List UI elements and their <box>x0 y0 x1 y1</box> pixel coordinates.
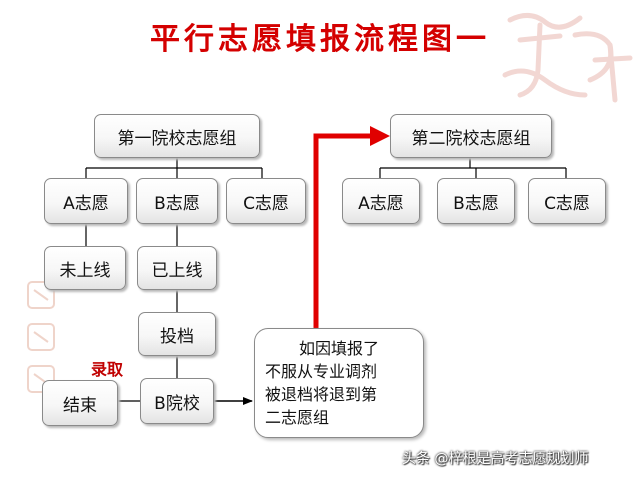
accept-label: 录取 <box>91 360 124 379</box>
callout-line-1: 如因填报了 <box>299 339 380 358</box>
group1-choice-a-box: A志愿 <box>44 178 128 224</box>
not-admitted-box: 未上线 <box>44 246 126 290</box>
school-b-box: B院校 <box>140 378 214 424</box>
retreat-note-callout: 如因填报了 不服从专业调剂 被退档将退到第 二志愿组 <box>254 328 424 438</box>
group2-choice-a: A志愿 <box>358 193 404 214</box>
group2-label: 第二院校志愿组 <box>411 128 531 149</box>
end-box: 结束 <box>42 380 118 426</box>
callout-line-4: 二志愿组 <box>265 408 330 427</box>
submit-file-box: 投档 <box>138 312 216 356</box>
group1-label: 第一院校志愿组 <box>117 128 237 149</box>
admitted-label: 已上线 <box>151 260 203 281</box>
group1-choice-c-box: C志愿 <box>226 178 306 224</box>
end-label: 结束 <box>63 395 97 416</box>
admitted-box: 已上线 <box>137 246 217 290</box>
group1-choice-b: B志愿 <box>154 193 200 214</box>
group1-choice-a: A志愿 <box>63 193 109 214</box>
group1-choice-b-box: B志愿 <box>136 178 218 224</box>
callout-line-2: 不服从专业调剂 <box>265 362 378 381</box>
group2-choice-c-box: C志愿 <box>528 178 606 224</box>
calligraphy-decoration <box>502 13 633 103</box>
page-title: 平行志愿填报流程图一 <box>150 22 490 57</box>
red-arrowhead <box>370 126 390 146</box>
not-admitted-label: 未上线 <box>59 260 111 281</box>
red-arrow-to-group2 <box>313 133 372 328</box>
group2-label-box: 第二院校志愿组 <box>390 114 552 158</box>
school-b-label: B院校 <box>154 393 200 414</box>
callout-line-3: 被退档将退到第 <box>265 385 378 404</box>
group2-choice-a-box: A志愿 <box>342 178 420 224</box>
source-watermark: 头条 @梓根是高考志愿规划师 <box>402 451 589 467</box>
group2-choice-b-box: B志愿 <box>437 178 515 224</box>
group2-choice-c: C志愿 <box>544 193 590 214</box>
group1-label-box: 第一院校志愿组 <box>94 114 260 158</box>
submit-file-label: 投档 <box>160 326 194 347</box>
group2-choice-b: B志愿 <box>453 193 499 214</box>
group1-choice-c: C志愿 <box>243 193 289 214</box>
